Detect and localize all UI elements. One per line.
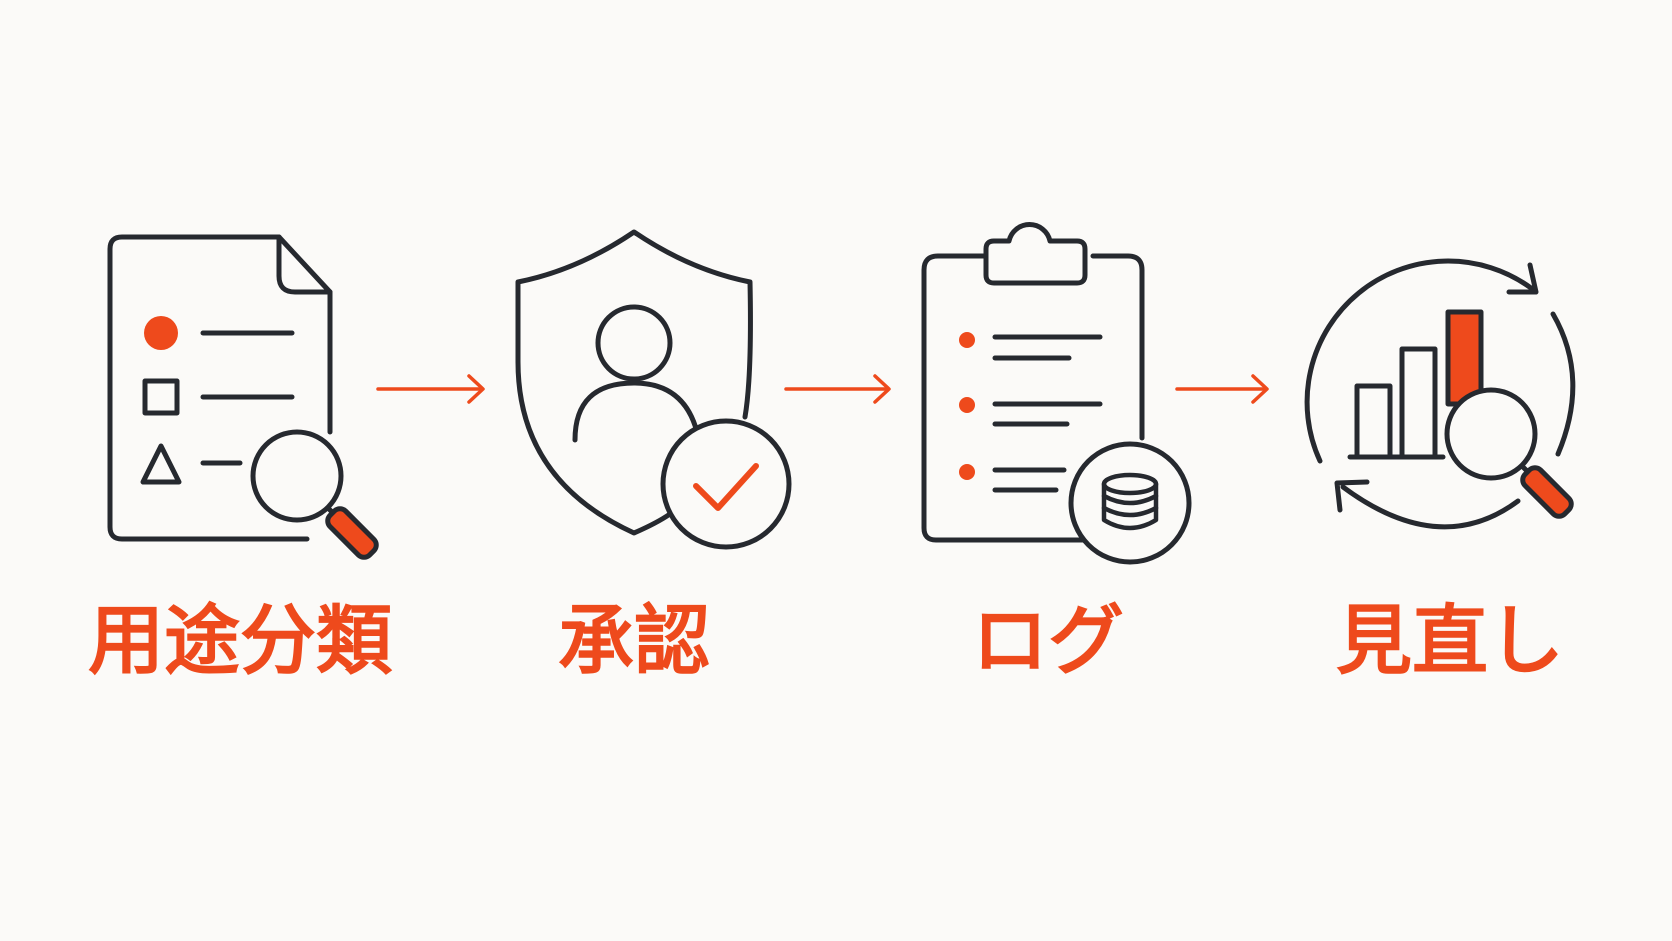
- check-badge: [660, 418, 792, 550]
- document-fold-corner: [276, 234, 333, 295]
- bullet-dot: [959, 332, 975, 348]
- step-label-approval: 承認: [558, 596, 710, 685]
- document-outline: [107, 234, 333, 542]
- square-bullet-icon: [142, 378, 180, 416]
- arrow-right-icon: [784, 374, 891, 404]
- bullet-dot: [959, 397, 975, 413]
- cycle-chart-magnifier-icon: [1304, 258, 1576, 530]
- cycle-arrow-lower-head: [1334, 479, 1370, 513]
- magnifier-icon: [250, 429, 379, 560]
- cycle-arrow-upper-head: [1506, 262, 1539, 295]
- cycle-arrow-lower: [1340, 484, 1521, 530]
- step-label-classification: 用途分類: [88, 596, 392, 685]
- shield-outline: [515, 229, 753, 536]
- clipboard-list-database-icon: [921, 222, 1192, 565]
- bullet-dot: [959, 464, 975, 480]
- cycle-arrow-right: [1550, 311, 1576, 457]
- document-classify-magnifier-icon: [107, 234, 379, 560]
- clipboard-board: [921, 253, 1145, 543]
- cycle-arrow-upper: [1304, 258, 1534, 464]
- step-label-log: ログ: [972, 596, 1124, 685]
- database-icon: [1101, 472, 1159, 531]
- red-dot-bullet: [144, 316, 178, 350]
- clipboard-clip: [983, 222, 1088, 286]
- magnifier-icon: [1444, 387, 1574, 519]
- chart-bar: [1399, 346, 1438, 460]
- chart-bar: [1354, 383, 1393, 460]
- arrow-right-icon: [376, 374, 485, 404]
- triangle-bullet-icon: [140, 443, 182, 485]
- step-label-review: 見直し: [1336, 596, 1564, 685]
- arrow-right-icon: [1175, 374, 1269, 404]
- shield-user-check-icon: [515, 229, 792, 550]
- user-head: [595, 304, 673, 382]
- check-mark-icon: [693, 463, 759, 511]
- user-body: [572, 380, 700, 443]
